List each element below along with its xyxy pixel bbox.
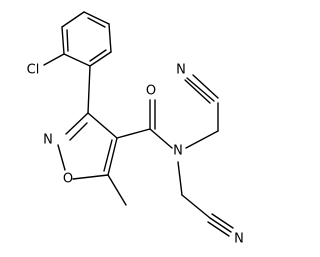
- bond: [72, 174, 109, 180]
- bond: [61, 26, 65, 55]
- bond: [65, 112, 89, 135]
- bond: [108, 23, 112, 53]
- bond: [186, 77, 215, 102]
- bond: [107, 137, 118, 176]
- chlorine-label: Cl: [27, 63, 40, 78]
- bond: [89, 51, 112, 67]
- bond: [103, 139, 113, 172]
- bond: [107, 174, 127, 206]
- bond: [209, 217, 232, 233]
- bond: [184, 79, 211, 104]
- bond: [89, 49, 107, 62]
- bond: [61, 11, 85, 28]
- bond: [43, 53, 65, 66]
- bond: [177, 161, 183, 196]
- nitrile-nitrogen-top-label: N: [176, 63, 186, 78]
- bond: [87, 112, 118, 139]
- bond: [211, 213, 234, 229]
- bond: [116, 128, 151, 139]
- nitrile-nitrogen-bottom-label: N: [234, 232, 244, 247]
- phenyl-ring: [61, 11, 112, 67]
- bond: [181, 194, 211, 219]
- bond: [87, 17, 106, 28]
- isoxazole-ring: [57, 112, 118, 180]
- bond: [185, 130, 219, 149]
- ring-oxygen-label: O: [63, 172, 73, 187]
- bond: [87, 65, 91, 114]
- bond: [192, 74, 219, 99]
- bond: [63, 53, 91, 67]
- carbonyl-oxygen-label: O: [146, 84, 156, 99]
- amide-nitrogen-label: N: [173, 144, 183, 159]
- structure-canvas: Cl O N O N N N: [26, 11, 244, 247]
- bond: [69, 122, 88, 141]
- molecule-structure: Cl O N O N N N: [27, 11, 244, 247]
- bond: [149, 128, 173, 149]
- bond: [57, 144, 66, 171]
- ring-nitrogen-label: N: [43, 133, 53, 148]
- bond: [207, 221, 230, 237]
- bond: [66, 29, 69, 52]
- bond: [83, 11, 110, 25]
